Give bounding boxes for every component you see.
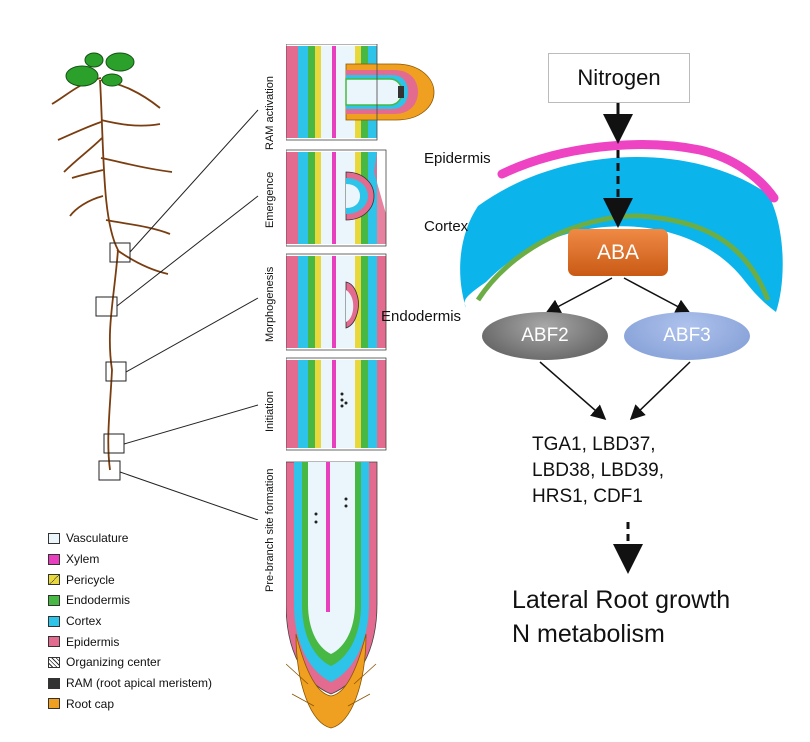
legend-swatch — [48, 677, 60, 689]
plant-illustration — [51, 52, 259, 520]
gene-line-1: TGA1, LBD37, — [532, 434, 656, 455]
legend-swatch — [48, 574, 60, 586]
nitrogen-box: Nitrogen — [548, 53, 690, 103]
legend-label: Root cap — [66, 696, 115, 711]
legend-label: Endodermis — [66, 593, 131, 608]
legend-label: Vasculature — [66, 531, 129, 546]
abf3-node: ABF3 — [624, 312, 750, 360]
legend-label: Organizing center — [66, 655, 161, 670]
legend-label: Xylem — [66, 552, 100, 567]
panel-pre-branch-site — [286, 461, 378, 729]
legend-swatch — [48, 636, 60, 648]
legend-item: Pericycle — [48, 569, 212, 590]
cortex-crescent — [460, 156, 783, 312]
panel-ram-activation — [286, 44, 435, 141]
root-stage-panels — [286, 44, 435, 729]
gene-line-3: HRS1, CDF1 — [532, 486, 643, 507]
legend-item: Epidermis — [48, 631, 212, 652]
outcome-n-metabolism: N metabolism — [512, 620, 665, 648]
legend-label: Epidermis — [66, 634, 120, 649]
legend-item: Cortex — [48, 611, 212, 632]
label-epidermis: Epidermis — [424, 150, 491, 167]
aba-box: ABA — [568, 229, 668, 276]
legend-swatch — [48, 553, 60, 565]
legend-swatch — [48, 656, 60, 668]
legend-label: Cortex — [66, 614, 102, 629]
legend-item: RAM (root apical meristem) — [48, 673, 212, 694]
gene-line-2: LBD38, LBD39, — [532, 460, 665, 481]
abf2-node: ABF2 — [482, 312, 608, 360]
legend-item: Vasculature — [48, 528, 212, 549]
outcome-lateral-root-growth: Lateral Root growth — [512, 586, 731, 614]
legend-item: Endodermis — [48, 590, 212, 611]
legend-swatch — [48, 698, 60, 710]
panel-morphogenesis — [286, 253, 387, 351]
endodermis-line — [475, 213, 771, 302]
legend-item: Root cap — [48, 694, 212, 715]
panel-emergence — [286, 149, 387, 247]
epidermis-band — [497, 140, 779, 203]
legend-swatch — [48, 532, 60, 544]
legend-item: Organizing center — [48, 652, 212, 673]
legend-swatch — [48, 594, 60, 606]
legend-swatch — [48, 615, 60, 627]
panel-initiation — [286, 357, 387, 451]
label-cortex: Cortex — [424, 218, 469, 235]
legend-label: Pericycle — [66, 572, 115, 587]
legend-item: Xylem — [48, 549, 212, 570]
legend-label: RAM (root apical meristem) — [66, 676, 213, 691]
label-endodermis: Endodermis — [381, 308, 462, 325]
